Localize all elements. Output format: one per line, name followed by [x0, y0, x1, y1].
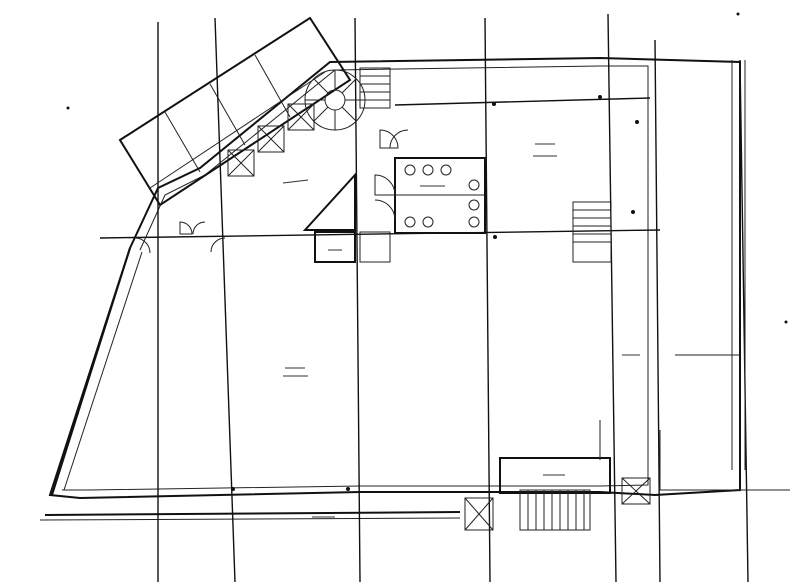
storage-triangle	[302, 172, 356, 231]
lobby-room	[359, 231, 391, 263]
south-stair	[519, 489, 591, 531]
service-core	[302, 129, 486, 263]
core-doors	[374, 129, 409, 221]
nw-wing-outline	[118, 16, 352, 207]
grid-line-3	[354, 17, 361, 582]
grid-line-h2	[394, 97, 651, 106]
west-doors	[134, 221, 226, 254]
north-west-wing	[118, 16, 352, 207]
grid-line-h1	[99, 229, 661, 239]
grid-line-2	[214, 17, 236, 582]
room-mark-nw	[282, 179, 309, 184]
spiral-stair	[304, 69, 366, 131]
outer-wall-main	[48, 56, 741, 500]
west-diagonal-wall	[51, 247, 131, 496]
south-room	[499, 457, 611, 494]
nw-wing-divider-1	[164, 111, 201, 173]
east-exterior-column	[731, 60, 746, 470]
elevator-shaft-1	[464, 497, 494, 531]
south-wall	[44, 511, 461, 516]
grid-line-6	[654, 39, 661, 582]
east-corridor	[599, 354, 790, 491]
outer-wall-inner-line	[62, 65, 649, 491]
illegible-room-marks	[282, 143, 640, 518]
exterior-walls	[39, 56, 741, 521]
grid-line-7	[739, 59, 749, 582]
grid-line-5	[607, 13, 617, 582]
x-brace-boxes	[227, 103, 315, 177]
elevator-shaft-2	[621, 477, 651, 505]
south-wall-lower	[39, 517, 461, 521]
grid-line-4	[484, 17, 491, 582]
nw-wing-inner	[149, 71, 326, 189]
north-stair	[359, 67, 391, 109]
scan-specks	[66, 12, 788, 491]
column-grid	[99, 13, 749, 582]
nw-wing-divider-3	[254, 54, 291, 118]
toilet-fixtures	[404, 164, 480, 228]
south-service-block	[464, 457, 651, 531]
east-stair	[572, 201, 612, 263]
west-diagonal-wall-inner	[63, 251, 143, 491]
nw-wing-divider-2	[209, 83, 246, 146]
small-room	[314, 231, 356, 263]
